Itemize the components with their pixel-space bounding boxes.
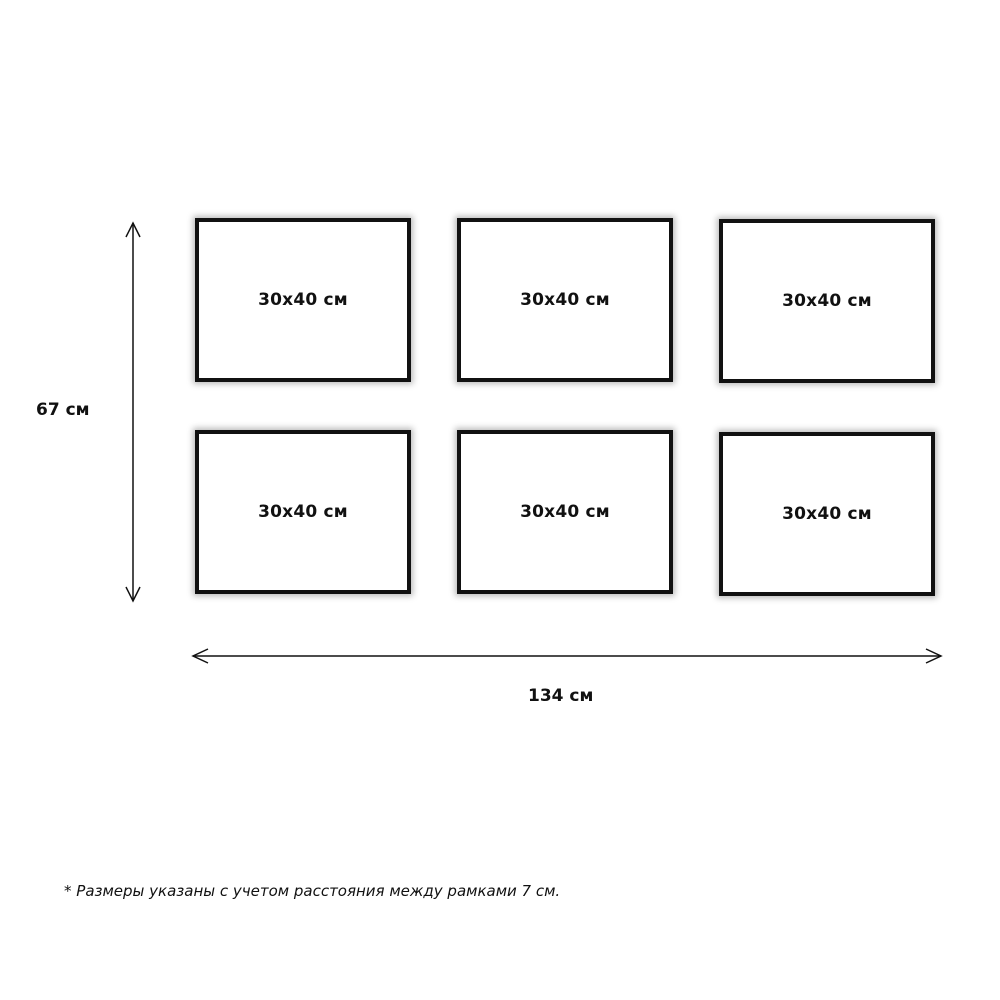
frame-6: 30x40 см xyxy=(719,432,935,596)
frame-size-label: 30x40 см xyxy=(258,502,348,522)
footnote: * Размеры указаны с учетом расстояния ме… xyxy=(64,882,561,900)
frame-1: 30x40 см xyxy=(195,218,411,382)
width-label: 134 см xyxy=(528,686,594,706)
frame-size-label: 30x40 см xyxy=(258,290,348,310)
frame-size-label: 30x40 см xyxy=(782,291,872,311)
frame-3: 30x40 см xyxy=(719,219,935,383)
frame-5: 30x40 см xyxy=(457,430,673,594)
frame-4: 30x40 см xyxy=(195,430,411,594)
frame-size-label: 30x40 см xyxy=(782,504,872,524)
frame-2: 30x40 см xyxy=(457,218,673,382)
height-arrow xyxy=(125,221,141,603)
frame-size-label: 30x40 см xyxy=(520,502,610,522)
height-label: 67 см xyxy=(36,400,90,420)
frame-size-label: 30x40 см xyxy=(520,290,610,310)
width-arrow xyxy=(191,648,943,664)
